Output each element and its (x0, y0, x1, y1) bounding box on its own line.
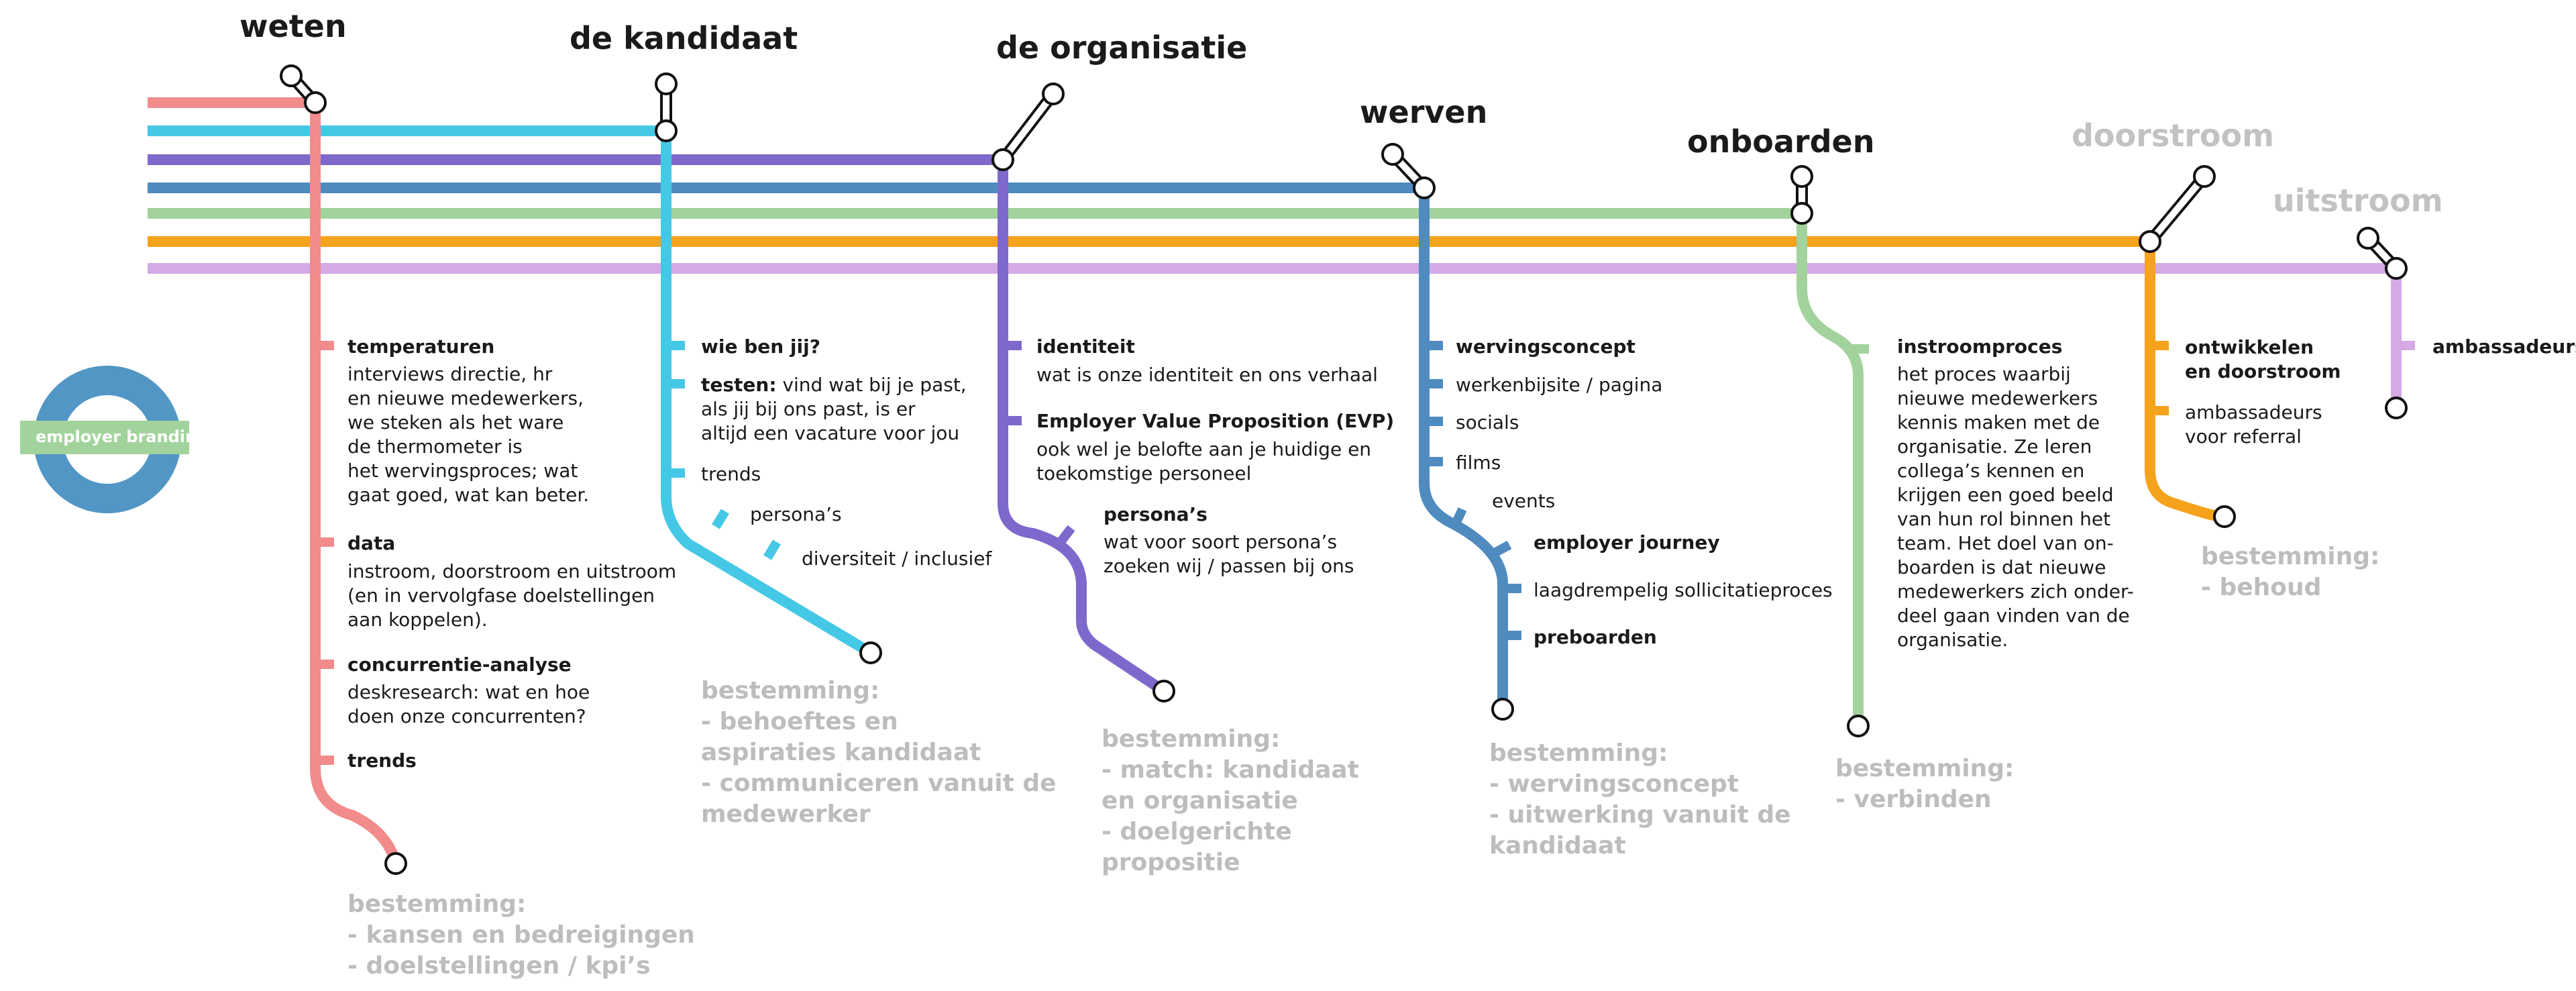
employer-branding-logo (20, 366, 189, 513)
weten-stop-2-label: data (347, 532, 396, 554)
werven-stop-8-label: preboarden (1534, 626, 1657, 648)
section-kandidaat: de kandidaat (570, 20, 798, 56)
onboarden-stop-1-desc: het proces waarbij nieuwe medewerkers ke… (1897, 363, 2134, 651)
werven-stop-6-label: employer journey (1534, 531, 1720, 554)
onboarden-destination: bestemming: - verbinden (1835, 755, 2015, 813)
tick-kandidaat-5 (763, 539, 781, 560)
onboarden-stop-1-label: instroomproces (1897, 335, 2063, 358)
organisatie-stop-2-label: Employer Value Proposition (EVP) (1036, 410, 1395, 432)
organisatie-stop-3-label: persona’s (1104, 503, 1208, 525)
kandidaat-stop-1-label: wie ben jij? (701, 335, 820, 358)
interchange-werven (1381, 143, 1436, 199)
uitstroom-stop-1-label: ambassadeurs (2432, 335, 2576, 358)
kandidaat-stop-2-desc: als jij bij ons past, is er altijd een v… (701, 398, 960, 444)
line-weten-branch (310, 103, 401, 866)
interchange-doorstroom (2139, 165, 2216, 253)
werven-stop-1-label: wervingsconcept (1456, 335, 1635, 358)
weten-stop-2-desc: instroom, doorstroom en uitstroom (en in… (347, 560, 677, 631)
line-organisatie-branch (998, 160, 1167, 696)
kandidaat-stop-2-line1: vind wat bij je past, (776, 374, 967, 396)
doorstroom-stop-2-label: ambassadeurs voor referral (2185, 401, 2322, 448)
werven-stop-5-label: events (1492, 490, 1556, 512)
section-werven: werven (1360, 94, 1488, 130)
kandidaat-stop-2: testen: vind wat bij je past, (701, 373, 967, 397)
weten-stop-3-label: concurrentie-analyse (347, 654, 572, 676)
organisatie-stop-1-label: identiteit (1036, 335, 1135, 358)
kandidaat-stop-4-label: persona’s (750, 503, 842, 525)
weten-stop-4-label: trends (347, 749, 417, 772)
logo-label: employer branding (36, 427, 209, 446)
section-uitstroom: uitstroom (2273, 182, 2443, 219)
kandidaat-destination: bestemming: - behoeftes en aspiraties ka… (701, 677, 1057, 828)
tick-werven-5 (1450, 507, 1467, 529)
terminus-onboarden (1847, 715, 1870, 737)
kandidaat-stop-5-label: diversiteit / inclusief (802, 547, 992, 570)
werven-destination: bestemming: - wervingsconcept - uitwerki… (1489, 739, 1791, 859)
weten-stop-3-desc: deskresearch: wat en hoe doen onze concu… (347, 681, 590, 727)
section-doorstroom: doorstroom (2072, 117, 2275, 154)
terminus-werven (1491, 698, 1514, 721)
tick-organisatie-3 (1056, 525, 1075, 546)
organisatie-stop-2-desc: ook wel je belofte aan je huidige en toe… (1036, 438, 1372, 484)
weten-stop-1-label: temperaturen (347, 335, 495, 358)
kandidaat-stop-3-label: trends (701, 463, 761, 485)
interchange-uitstroom (2357, 227, 2408, 280)
terminus-uitstroom (2385, 397, 2408, 419)
section-weten: weten (239, 8, 347, 44)
weten-stop-1-desc: interviews directie, hr en nieuwe medewe… (347, 363, 590, 506)
doorstroom-stop-1-label: ontwikkelen en doorstroom (2185, 336, 2341, 382)
weten-destination: bestemming: - kansen en bedreigingen - d… (347, 890, 695, 980)
line-kandidaat-branch (661, 131, 874, 658)
kandidaat-stop-2-label: testen: (701, 374, 777, 396)
werven-stop-4-label: films (1456, 452, 1501, 474)
werven-stop-2-label: werkenbijsite / pagina (1456, 374, 1663, 396)
terminus-weten (384, 852, 407, 875)
interchange-organisatie (991, 83, 1065, 171)
organisatie-stop-1-desc: wat is onze identiteit en ons verhaal (1036, 364, 1378, 386)
werven-stop-3-label: socials (1456, 411, 1519, 433)
organisatie-stop-3-desc: wat voor soort persona’s zoeken wij / pa… (1104, 531, 1354, 577)
interchange-onboarden (1790, 165, 1813, 225)
interchange-kandidaat (655, 72, 678, 142)
werven-stop-7-label: laagdrempelig sollicitatieproces (1534, 579, 1833, 601)
terminus-doorstroom (2213, 505, 2236, 528)
organisatie-destination: bestemming: - match: kandidaat en organi… (1102, 725, 1359, 876)
interchange-weten (280, 64, 327, 114)
section-organisatie: de organisatie (996, 30, 1248, 66)
tick-kandidaat-4 (712, 509, 729, 529)
line-onboarden-branch (1796, 213, 1864, 726)
doorstroom-destination: bestemming: - behoud (2201, 543, 2380, 601)
terminus-kandidaat (859, 641, 882, 664)
section-onboarden: onboarden (1687, 123, 1875, 160)
tick-werven-6 (1491, 540, 1512, 558)
terminus-organisatie (1152, 680, 1175, 702)
